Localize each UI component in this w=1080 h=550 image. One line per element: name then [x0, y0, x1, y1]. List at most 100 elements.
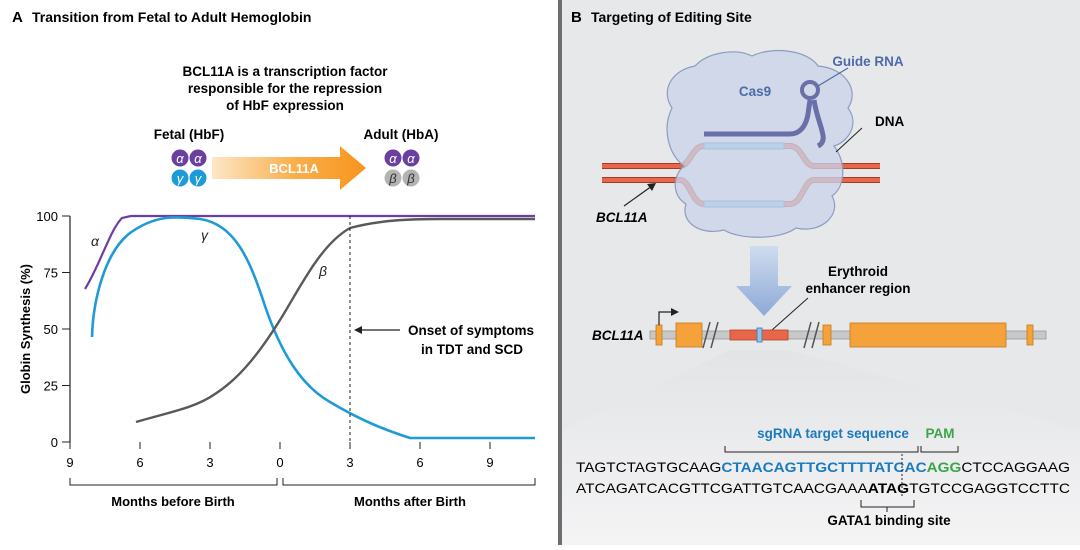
adult-alpha-letter-1: α [389, 151, 397, 166]
sgrna-bracket [724, 446, 919, 453]
zoom-fan [562, 350, 1080, 545]
x-tick-label-0: 0 [276, 455, 283, 470]
seq-bot-post: TGTCCGAGGTCCTTC [909, 480, 1070, 496]
before-birth-label: Months before Birth [111, 494, 235, 509]
adult-globin-circles: α α β β [384, 149, 420, 187]
fetal-gamma-letter-1: γ [177, 171, 185, 186]
sequence-section: sgRNA target sequence PAM TAGTCTAGTGCAAG… [576, 426, 1070, 528]
exon-4 [849, 322, 1007, 348]
y-tick-label-0: 0 [51, 435, 58, 450]
adult-beta-letter-2: β [406, 171, 415, 186]
seq-top-target: CTAACAGTTGCTTTTATCAC [721, 459, 926, 475]
y-tick-label-25: 25 [44, 379, 58, 394]
onset-label-line2: in TDT and SCD [421, 342, 523, 357]
seq-top-pam: AGG [927, 459, 962, 475]
panel-divider [558, 0, 562, 545]
sgrna-label: sgRNA target sequence [757, 426, 909, 441]
gene-map: BCL11A [592, 308, 1047, 349]
adult-beta-circle-2 [402, 169, 420, 187]
cas9-protein [666, 49, 854, 238]
y-tick-label-100: 100 [36, 209, 58, 224]
panel-a: A Transition from Fetal to Adult Hemoglo… [12, 9, 536, 509]
x-tick-label-m9: 9 [66, 455, 73, 470]
x-tick-label-p9: 9 [486, 455, 493, 470]
alpha-curve [84, 214, 535, 290]
panel-a-desc-line1: BCL11A is a transcription factor [182, 64, 388, 79]
fetal-alpha-letter-1: α [176, 151, 184, 166]
exon-small-5 [1026, 324, 1034, 346]
guide-rna-strand [704, 99, 813, 137]
fetal-globin-circles: α α γ γ [171, 149, 207, 187]
seq-bot-bold: ATAG [868, 480, 909, 496]
y-tick-label-50: 50 [44, 322, 58, 337]
fetal-alpha-letter-2: α [194, 151, 202, 166]
fetal-gamma-circle-1 [171, 169, 189, 187]
alpha-curve-label: α [91, 233, 100, 249]
fetal-alpha-circle-1 [171, 149, 189, 167]
x-tick-label-p6: 6 [416, 455, 423, 470]
fetal-label: Fetal (HbF) [154, 127, 225, 142]
y-tick-label-75: 75 [44, 266, 58, 281]
adult-beta-circle-1 [384, 169, 402, 187]
guide-rna-tail [811, 99, 826, 149]
panel-b-letter: B [571, 9, 582, 26]
globin-chart: 100 75 50 25 0 Globin Synthesis (%) 9 6 … [18, 209, 536, 509]
enhancer-label-line2: enhancer region [805, 281, 910, 296]
bcl11a-leader [623, 185, 653, 207]
down-arrow [736, 246, 792, 316]
fetal-gamma-letter-2: γ [195, 171, 203, 186]
fetal-gamma-circle-2 [189, 169, 207, 187]
beta-curve-label: β [318, 263, 327, 279]
adult-beta-letter-1: β [388, 171, 397, 186]
exon-2 [675, 322, 703, 348]
exon-small-3 [822, 324, 832, 346]
panel-b: B Targeting of Editing Site Cas9 Guide R… [562, 0, 1080, 545]
gamma-curve [90, 215, 535, 440]
x-tick-label-m6: 6 [136, 455, 143, 470]
seq-bot-pre: ATCAGATCACGTTCGATTGTCAACGAAA [576, 480, 869, 496]
tss-arrow [658, 311, 674, 325]
panel-a-desc-line3: of HbF expression [226, 98, 344, 113]
guide-rna-leader [817, 67, 849, 87]
panel-a-title: Transition from Fetal to Adult Hemoglobi… [32, 9, 311, 25]
panel-a-desc-line2: responsible for the repression [188, 81, 382, 96]
gata1-label: GATA1 binding site [827, 513, 951, 528]
gene-backbone [649, 330, 1047, 340]
adult-alpha-circle-2 [402, 149, 420, 167]
after-birth-label: Months after Birth [354, 494, 466, 509]
exon-small-1 [655, 324, 663, 346]
seq-top-pre: TAGTCTAGTGCAAG [576, 459, 721, 475]
gene-break-1 [702, 321, 719, 349]
guide-rna-loop [800, 80, 820, 100]
seq-top-post: CTCCAGGAAG [961, 459, 1070, 475]
panel-b-title: Targeting of Editing Site [591, 9, 752, 25]
x-tick-label-m3: 3 [206, 455, 213, 470]
after-birth-bracket [282, 478, 536, 486]
adult-alpha-letter-2: α [407, 151, 415, 166]
panel-a-letter: A [12, 9, 23, 26]
beta-curve [135, 217, 535, 424]
dna-leader [835, 127, 863, 153]
cas9-label: Cas9 [739, 84, 771, 99]
adult-label: Adult (HbA) [364, 127, 439, 142]
enhancer-leader [771, 297, 809, 331]
tss-arrowhead [671, 308, 679, 316]
editing-site-marker [756, 327, 763, 343]
bcl11a-gene-label: BCL11A [592, 328, 644, 343]
pam-label: PAM [926, 426, 955, 441]
bcl11a-leader-arrowhead [647, 183, 656, 191]
dna-label: DNA [875, 114, 904, 129]
bcl11a-label: BCL11A [596, 210, 648, 225]
y-axis-label: Globin Synthesis (%) [18, 264, 33, 394]
gene-break-2 [803, 321, 820, 349]
enhancer-label-line1: Erythroid [828, 264, 888, 279]
adult-alpha-circle-1 [384, 149, 402, 167]
guide-rna-label: Guide RNA [832, 54, 904, 69]
fetal-alpha-circle-2 [189, 149, 207, 167]
bcl11a-arrow [212, 146, 366, 190]
onset-label-line1: Onset of symptoms [408, 323, 534, 338]
gamma-curve-label: γ [201, 227, 209, 243]
